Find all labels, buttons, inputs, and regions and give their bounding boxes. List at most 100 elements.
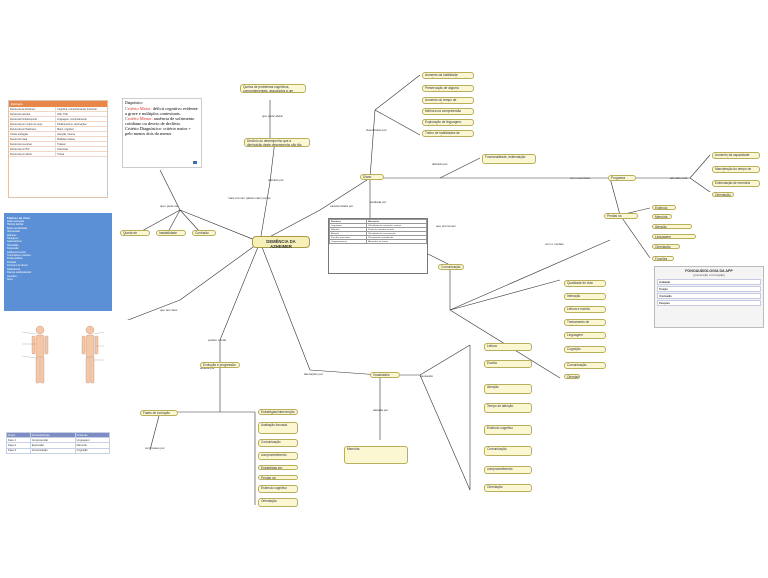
node-strategy-3[interactable]: Comunicação [258, 439, 298, 447]
node-right-mid-3[interactable]: Leitura e escrita [564, 306, 606, 313]
link-label: que pode afetar [262, 114, 284, 118]
risk-item: Sono [7, 277, 13, 281]
node-br-1[interactable]: Leitura [484, 343, 532, 351]
node-right-mid-2[interactable]: Interação [564, 293, 606, 300]
link-label: com essa base [570, 176, 591, 180]
link-label: quer pode ser [160, 204, 179, 208]
risk-item: Hipertensão [7, 230, 20, 234]
etiology-cell: Demência vascular [9, 112, 57, 116]
node-right-1[interactable]: Aumento da capacidade funcional [712, 152, 760, 159]
node-right-mid-7[interactable]: Comunicação [564, 362, 606, 369]
node-strategy-8[interactable]: Orientação [258, 498, 298, 507]
node-br-2[interactable]: Escrita [484, 360, 532, 368]
node-br-3[interactable]: Atenção [484, 384, 532, 394]
speech-panel-row: Pesquisa [657, 300, 761, 306]
link-label: definido por [268, 178, 284, 182]
node-right-mid-4[interactable]: Treinamento de cuidadores [564, 319, 606, 326]
node-phases[interactable]: Fases de evolução [140, 410, 178, 416]
anatomy-figure [4, 320, 130, 418]
node-lb-4[interactable]: Linguagem [652, 234, 696, 239]
etiology-cell: Múltiplas causas [57, 137, 75, 141]
risk-item: Tabagismo [7, 237, 19, 241]
node-bottom-hub[interactable]: Vocabulário [370, 372, 400, 378]
node-right-mid-1[interactable]: Qualidade de vida [564, 280, 606, 287]
risk-item: História familiar [7, 223, 24, 227]
link-label: com o modelo [545, 242, 564, 246]
node-strategy-1[interactable]: Estratégias/Intervenção [258, 409, 298, 415]
node-comm-losses[interactable]: Perdas na comunicação [604, 213, 638, 219]
node-right-2[interactable]: Manutenção do tempo de atenção [712, 166, 760, 173]
node-class-1[interactable]: Aumento da habilidade cognitiva e da int… [422, 72, 474, 79]
node-class-3[interactable]: Aumento do tempo de concentração [422, 97, 474, 104]
risk-item: Baixa escolaridade [7, 226, 28, 230]
node-class-4[interactable]: Melhora na compreensão [422, 108, 474, 115]
node-strategy-6[interactable]: Perdas na comunicação [258, 475, 298, 480]
node-class-6[interactable]: Treino de habilidades de comunicação [422, 130, 474, 137]
node-right-3[interactable]: Estimulação de memória [712, 180, 760, 187]
node-motor-instability[interactable]: Instabilidade motor [156, 230, 186, 236]
node-lb-6[interactable]: Funções executivas [652, 256, 674, 261]
speech-panel-subtitle: (prevenção e formação) [693, 273, 725, 277]
criteria-title: Diagnóstico [125, 101, 143, 105]
link-label: alterado pela [670, 176, 688, 180]
central-concept[interactable]: DEMÊNCIA DA AZHEIMER [252, 236, 310, 249]
etiology-cell: Infecciosa [57, 147, 68, 151]
etiology-header: Etiologia [9, 101, 107, 107]
etiology-cell: Demência por HIV [9, 147, 57, 151]
node-br-6[interactable]: Comunicação [484, 446, 532, 456]
risk-item: Poluição [7, 260, 17, 264]
node-class-5[interactable]: Exploração de linguagem, orientação espa… [422, 119, 474, 126]
node-strategy-7[interactable]: Estímulo cognitivo [258, 485, 298, 493]
node-lb-5[interactable]: Orientação [652, 244, 680, 249]
speech-panel-row: Orientação [657, 293, 761, 299]
speech-panel-row: Terapia [657, 286, 761, 292]
node-evolution[interactable]: Evolução e progressão [200, 362, 240, 368]
legend-cell: Cognição [74, 447, 110, 454]
node-lb-1[interactable]: Estímulo [652, 205, 676, 210]
node-br-7[interactable]: comprometimento [484, 466, 532, 474]
risk-item: Obesidade [7, 243, 19, 247]
node-br-4[interactable]: Tempo de atenção [484, 403, 532, 413]
criteria-major-label: Critério Maior: [125, 106, 152, 111]
etiology-cell: Demência por álcool [9, 152, 57, 156]
node-right-mid-6[interactable]: Cognição [564, 346, 606, 353]
risk-item: Doença cardiovascular [7, 271, 32, 275]
node-right-mid-8[interactable]: Orientação [564, 374, 580, 379]
legend-cell: Fase 3 [6, 447, 31, 454]
node-right-4[interactable]: Orientação [712, 192, 734, 197]
node-strategies[interactable]: Programa [608, 175, 636, 181]
speech-panel-title: FONOAUDIOLOGIA DA APP [685, 269, 733, 273]
node-br-5[interactable]: Estímulo cognitivo [484, 425, 532, 435]
link-label: podem contar [208, 338, 227, 342]
etiology-cell: Demência mista [9, 137, 57, 141]
node-class-2[interactable]: Preservação de alguma capacidade de memó… [422, 85, 474, 92]
node-strategy-2[interactable]: Avaliação fonoaud. [258, 422, 298, 434]
node-bottom-left[interactable]: Memória [344, 446, 408, 464]
node-lb-3[interactable]: Atenção [652, 224, 692, 229]
risk-item: Perda auditiva [7, 257, 23, 261]
node-class-7[interactable]: Funcionalidade, estimulação [482, 154, 536, 164]
node-communication[interactable]: Comunicação [438, 264, 464, 270]
node-strategy-5[interactable]: Estratégias em cuidadores [258, 465, 298, 470]
link-label: caracterizada por [330, 204, 354, 208]
node-diagnosis[interactable]: Diário [360, 174, 384, 180]
risk-item: Sedentarismo [7, 240, 22, 244]
node-right-mid-5[interactable]: Linguagem [564, 332, 606, 339]
node-lb-2[interactable]: Memória [652, 214, 672, 219]
node-strategy-4[interactable]: comprometimento [258, 452, 298, 460]
risk-item: Idade avançada [7, 220, 25, 223]
node-confusion[interactable]: Confusão [192, 230, 216, 236]
criteria-major: Critério Maior: déficit cognitivo eviden… [125, 106, 199, 116]
risk-list: Idade avançada História familiar Baixa e… [7, 220, 109, 281]
etiology-cell: Motor, cognitivo [57, 127, 74, 131]
criteria-minor-label: Critério Menor: [125, 116, 153, 121]
node-falls[interactable]: Queda de restrição [120, 230, 150, 236]
node-br-8[interactable]: Orientação [484, 484, 532, 492]
diagnostic-criteria: Diagnóstico Critério Maior: déficit cogn… [122, 98, 202, 168]
node-symptom-onset[interactable]: Queixa de problemas cognitivos, comporta… [240, 84, 306, 93]
etiology-cell: Demência de Alzheimer [9, 107, 57, 111]
node-performance-decline[interactable]: Declínio do desempenho que a diminuição … [244, 138, 310, 147]
